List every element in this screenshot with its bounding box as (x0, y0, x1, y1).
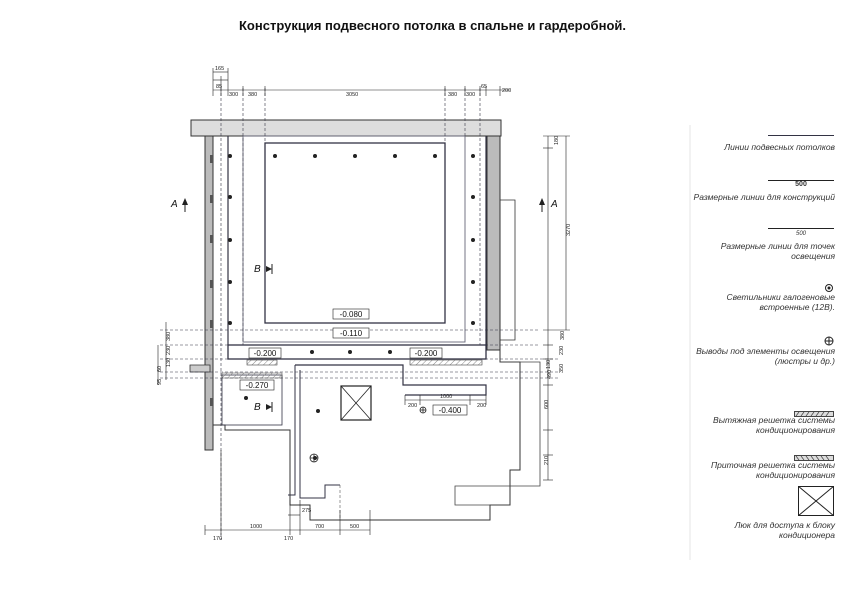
dim-top-5: 380 (448, 92, 457, 98)
level-110: -0.110 (332, 327, 370, 339)
level-110-text: -0.110 (340, 329, 363, 338)
light-outlets (309, 406, 427, 463)
legend-dim-light: Размерные линии для точек освещения (720, 241, 835, 261)
dim-bottom-3: 275 (302, 508, 311, 514)
drawing-title: Конструкция подвесного потолка в спальне… (239, 18, 626, 33)
dim-inner-1: 1000 (440, 394, 452, 400)
level-080: -0.080 (332, 308, 370, 320)
dim-right-5: 490 (547, 370, 553, 379)
section-a-right: A (550, 199, 558, 210)
dim-bottom-0: 170 (213, 536, 222, 542)
dim-right-1: 3270 (566, 224, 572, 236)
supply-grille-icon (794, 448, 834, 466)
dim-left-0: 380 (166, 332, 172, 341)
legend-supply: Приточная решетка системы кондиционирова… (711, 460, 835, 480)
inner-bottom-dimension (404, 395, 487, 405)
dim-inner-2: 200 (477, 403, 486, 409)
dim-right-0: 180 (554, 136, 560, 145)
dim-right-2: 380 (560, 331, 566, 340)
level-270-text: -0.270 (246, 381, 269, 390)
legend-dim-constr: Размерные линии для конструкций (693, 192, 835, 202)
dim-left-3: 60 (157, 366, 163, 372)
level-080-text: -0.080 (340, 310, 363, 319)
light-outlet-icon (824, 333, 834, 351)
dim-top-7: 65 (481, 84, 487, 90)
legend-dim-constr-value: 500 (795, 181, 807, 188)
level-200b-text: -0.200 (415, 349, 438, 358)
dim-left-1: 230 (166, 346, 172, 355)
legend-halogen: Светильники галогеновые встроенные (12В)… (726, 292, 836, 312)
dim-right-8: 210 (544, 456, 550, 465)
section-a-left: A (170, 199, 178, 210)
level-270: -0.270 (239, 379, 275, 391)
dim-top-2: 300 (229, 92, 238, 98)
right-wall (486, 135, 501, 351)
ceiling-level-080 (264, 142, 446, 324)
dim-top-4: 3050 (346, 92, 358, 98)
dim-bottom-1: 1000 (250, 524, 262, 530)
dim-top-3: 380 (248, 92, 257, 98)
ac-hatch (340, 385, 372, 421)
section-b1: B (254, 264, 261, 275)
dim-right-3: 230 (559, 346, 565, 355)
dim-right-6: 350 (559, 364, 565, 373)
legend-outlets: Выводы под элементы освещения (люстры и … (696, 346, 835, 366)
legend-susp-lines: Линии подвесных потолков (724, 142, 835, 152)
top-beam (190, 119, 502, 137)
exhaust-grille (409, 359, 483, 366)
dim-bottom-5: 500 (350, 524, 359, 530)
dim-left-2: 130 (166, 358, 172, 367)
level-200-left: -0.200 (248, 347, 282, 359)
section-b2: B (254, 402, 261, 413)
wardrobe-contour (295, 364, 487, 396)
bottom-dimension-line (204, 450, 371, 535)
left-dimension-line (157, 322, 167, 385)
right-dimension-line (543, 135, 570, 481)
halogen-light-icon (824, 280, 834, 298)
dim-top-1: 85 (216, 84, 222, 90)
dim-top-0: 165 (215, 66, 224, 72)
legend-exhaust: Вытяжная решетка системы кондиционирован… (713, 415, 835, 435)
legend-hatch: Люк для доступа к блоку кондиционера (734, 520, 835, 540)
dim-top-8: 200 (502, 88, 511, 94)
exhaust-grille-icon (794, 404, 834, 422)
ac-hatch-icon (797, 485, 835, 521)
dim-right-7: 600 (544, 400, 550, 409)
legend-susp-line-symbol (768, 135, 834, 136)
level-400: -0.400 (432, 404, 468, 416)
level-400-text: -0.400 (439, 406, 462, 415)
top-dimension-line (212, 68, 510, 96)
level-200-right: -0.200 (409, 347, 443, 359)
dim-top-6: 300 (466, 92, 475, 98)
dim-right-4: 130 (546, 360, 552, 369)
level-200a-text: -0.200 (254, 349, 277, 358)
dim-inner-0: 200 (408, 403, 417, 409)
outer-contour (213, 350, 521, 521)
dim-bottom-2: 170 (284, 536, 293, 542)
dim-bottom-4: 700 (315, 524, 324, 530)
legend-dim-constr-symbol (768, 180, 834, 181)
legend-dim-light-value: 500 (795, 231, 806, 237)
dim-left-4: 95 (157, 379, 163, 385)
legend-dim-light-symbol (768, 228, 834, 229)
